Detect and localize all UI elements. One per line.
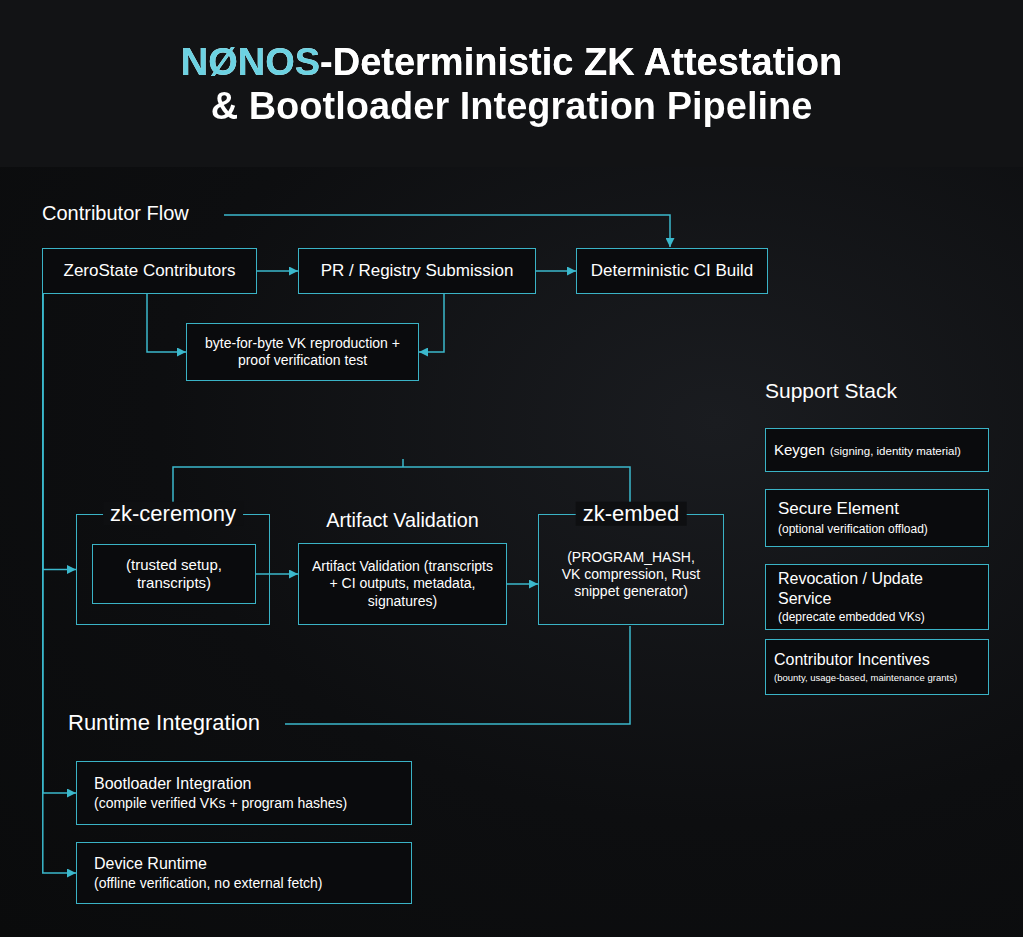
box-heading: Secure Element — [778, 499, 899, 520]
process-box: zk-ceremony(trusted setup, transcripts) — [76, 514, 270, 625]
process-box: (trusted setup, transcripts) — [92, 544, 256, 604]
box-note: (optional verification offload) — [778, 522, 928, 537]
flow-arrow — [536, 270, 576, 272]
flow-arrow — [43, 294, 76, 570]
process-box: Artifact ValidationArtifact Validation (… — [298, 543, 507, 625]
box-heading: Bootloader Integration — [94, 774, 251, 794]
box-heading: zk-ceremony — [103, 502, 243, 526]
box-note: (offline verification, no external fetch… — [94, 875, 323, 892]
flow-arrow — [43, 294, 76, 873]
box-note: (signing, identity material) — [830, 444, 961, 458]
flow-line — [224, 215, 670, 247]
box-note: (compile verified VKs + program hashes) — [94, 795, 347, 812]
section-label: Contributor Flow — [42, 202, 189, 225]
process-box: PR / Registry Submission — [298, 248, 536, 294]
process-box: Deterministic CI Build — [576, 248, 768, 294]
process-box: Secure Element (optional verification off… — [765, 489, 989, 547]
box-text: ZeroState Contributors — [64, 261, 236, 282]
box-heading: Device Runtime — [94, 854, 207, 874]
box-heading: Revocation / Update Service — [778, 569, 976, 608]
box-text: byte-for-byte VK reproduction + proof ve… — [195, 335, 410, 369]
process-box: byte-for-byte VK reproduction + proof ve… — [186, 323, 419, 381]
process-box: Bootloader Integration(compile verified … — [76, 761, 412, 825]
box-text: Deterministic CI Build — [591, 261, 754, 282]
flow-arrow — [256, 573, 298, 575]
box-heading: Keygen — [774, 441, 825, 459]
box-note: (bounty, usage-based, maintenance grants… — [774, 672, 957, 684]
process-box: Keygen (signing, identity material) — [765, 428, 989, 472]
process-box: Device Runtime(offline verification, no … — [76, 842, 412, 904]
box-text: PR / Registry Submission — [321, 261, 514, 282]
section-label: Support Stack — [765, 379, 897, 403]
process-box: Revocation / Update Service (deprecate em… — [765, 564, 989, 630]
flow-arrow — [147, 294, 186, 352]
box-heading: Artifact Validation — [299, 510, 506, 532]
runtime-line — [285, 626, 630, 724]
box-note: (PROGRAM_HASH, VK compression, Rust snip… — [557, 549, 705, 600]
box-heading: zk-embed — [576, 502, 687, 526]
process-box: zk-embed(PROGRAM_HASH, VK compression, R… — [538, 514, 724, 625]
flow-arrow — [419, 294, 444, 352]
bracket-tick — [402, 459, 404, 467]
process-box: Contributor Incentives (bounty, usage-bas… — [765, 639, 989, 695]
flow-arrow — [507, 583, 538, 585]
box-heading: Contributor Incentives — [774, 650, 930, 670]
diagram-title: NØNOS-Deterministic ZK Attestation & Boo… — [170, 40, 853, 128]
box-note: (deprecate embedded VKs) — [778, 610, 925, 625]
box-text: (trusted setup, transcripts) — [103, 556, 245, 593]
flow-arrow — [257, 270, 298, 272]
section-label: Runtime Integration — [68, 710, 260, 736]
process-box: ZeroState Contributors — [42, 248, 257, 294]
box-note: Artifact Validation (transcripts + CI ou… — [307, 558, 498, 609]
